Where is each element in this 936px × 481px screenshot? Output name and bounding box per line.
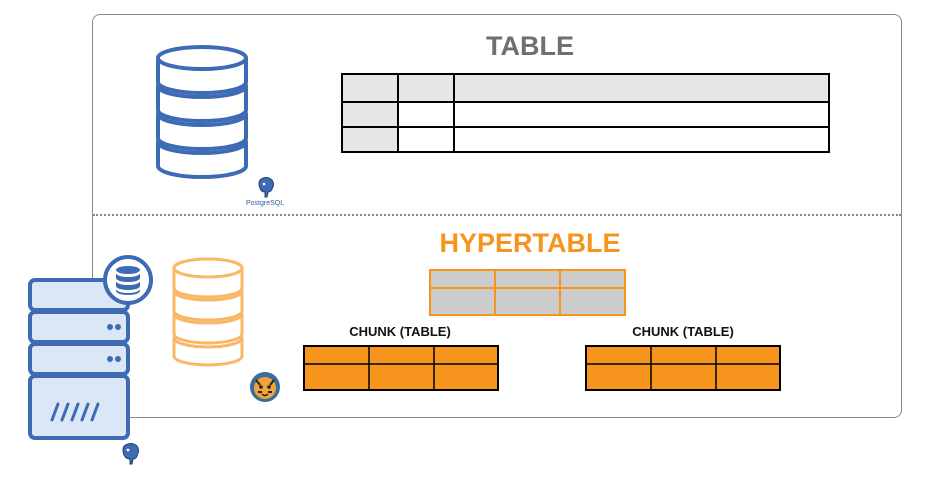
table-heading: TABLE: [486, 31, 574, 61]
chunk-label: CHUNK (TABLE): [349, 324, 451, 339]
database-badge-icon: [103, 255, 153, 305]
database-icon: [172, 257, 244, 367]
chunk-label: CHUNK (TABLE): [632, 324, 734, 339]
server-icon: [28, 278, 130, 440]
postgresql-elephant-icon: [258, 177, 274, 198]
regular-table: [341, 73, 830, 153]
timescale-tiger-icon: [250, 372, 280, 402]
section-divider: [93, 214, 901, 216]
hypertable-heading: HYPERTABLE: [439, 228, 621, 258]
chunk-table: [585, 345, 781, 391]
chunk-table: [303, 345, 499, 391]
hypertable: [429, 269, 626, 316]
database-icon: [156, 45, 248, 179]
postgresql-logo-caption: PostgreSQL: [246, 200, 285, 207]
postgresql-elephant-icon: [122, 443, 139, 465]
